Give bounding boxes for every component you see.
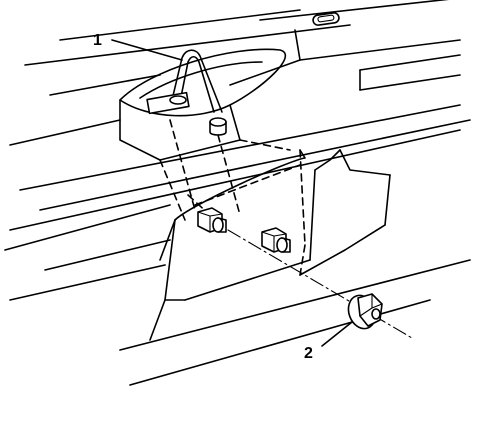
callout-2: 2: [304, 321, 353, 362]
callout-1-label: 1: [93, 32, 102, 49]
bracket-stud-left: [197, 207, 227, 233]
bracket-stud-right: [261, 227, 291, 253]
callout-1: 1: [93, 32, 183, 61]
assembly-centerline: [227, 229, 413, 339]
body-panel-lines: [4, 9, 471, 386]
slot-hole: [312, 12, 340, 26]
tie-down-pocket: [119, 48, 287, 161]
tie-down-loop: [146, 49, 227, 136]
hidden-lines: [159, 119, 306, 276]
upper-rail: [229, 0, 461, 91]
callout-2-label: 2: [304, 345, 313, 362]
mounting-bracket: [149, 149, 391, 341]
flange-nut: [347, 293, 383, 330]
